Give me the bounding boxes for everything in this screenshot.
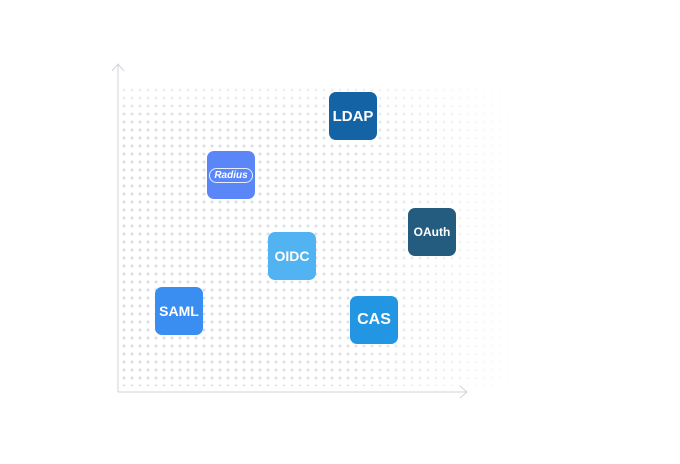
y-axis-arrow-icon xyxy=(111,63,125,72)
saml-tile: SAML xyxy=(155,287,203,335)
oauth-label: OAuth xyxy=(413,225,451,239)
oidc-label: OIDC xyxy=(274,248,310,264)
cas-tile: CAS xyxy=(350,296,398,344)
radius-tile: Radius xyxy=(207,151,255,199)
radius-label: Radius xyxy=(209,167,253,183)
saml-label: SAML xyxy=(159,303,199,319)
ldap-label: LDAP xyxy=(332,107,374,125)
ldap-tile: LDAP xyxy=(329,92,377,140)
oauth-tile: OAuth xyxy=(408,208,456,256)
dot-grid-fade xyxy=(120,86,520,126)
x-axis-arrow-icon xyxy=(459,385,468,399)
cas-label: CAS xyxy=(357,311,391,328)
oidc-tile: OIDC xyxy=(268,232,316,280)
